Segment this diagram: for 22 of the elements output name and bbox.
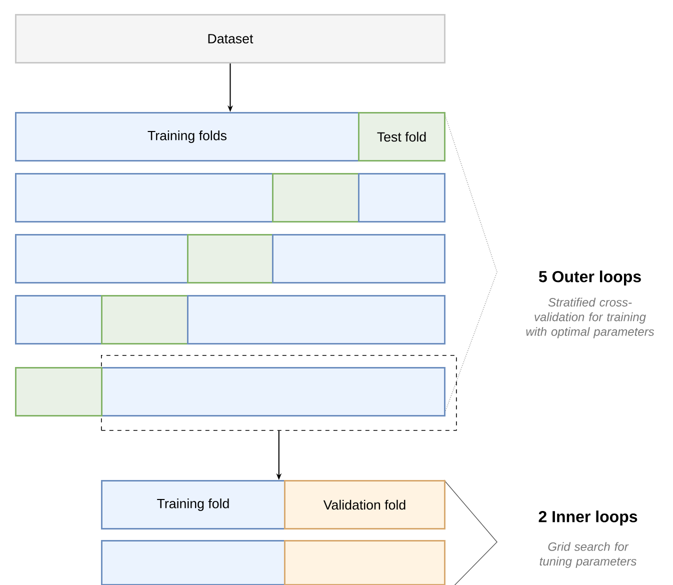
fold-box [272, 234, 446, 284]
note: Grid search for tuning parameters [540, 542, 636, 568]
fold-box [15, 295, 102, 344]
validation-fold-box [284, 540, 446, 585]
test-fold-box [272, 173, 360, 222]
fold-box [15, 234, 188, 284]
heading: 5 Outer loops [538, 270, 641, 286]
fold-box [358, 173, 446, 222]
fold-box: Training folds [15, 112, 360, 162]
test-fold-box [187, 234, 274, 284]
validation-fold-box: Validation fold [284, 480, 446, 530]
note: Stratified cross-validation for training with optimal parameters [526, 298, 654, 338]
test-fold-box [101, 295, 188, 344]
fold-box [101, 540, 286, 585]
fold-box: Training fold [101, 480, 286, 530]
fold-box [101, 367, 446, 416]
heading: 2 Inner loops [538, 510, 638, 526]
test-fold-box: Test fold [358, 112, 446, 162]
fold-box [15, 173, 274, 222]
test-fold-box [15, 367, 102, 416]
fold-box [187, 295, 446, 344]
dataset-box: Dataset [15, 14, 446, 64]
